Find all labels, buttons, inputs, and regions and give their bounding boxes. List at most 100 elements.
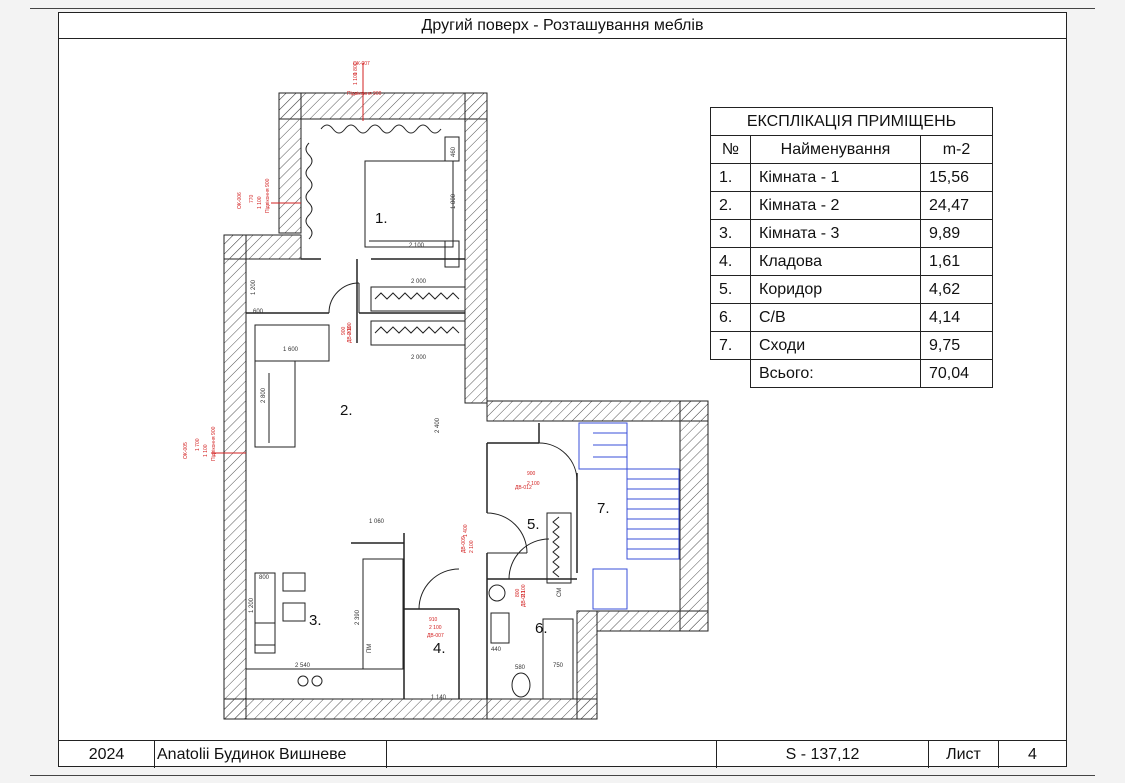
col-area: m-2	[920, 135, 993, 164]
footer-sheet-label: Лист	[929, 741, 999, 768]
cell-area: 1,61	[920, 247, 993, 276]
cell-area: 24,47	[920, 191, 993, 220]
note-window-top: 1 100	[353, 72, 359, 85]
note-door-corr: ДВ-012	[515, 485, 532, 491]
corridor-wardrobe	[546, 512, 572, 584]
note-door-storage: 2 100	[429, 625, 442, 631]
sheet-bottom-line	[30, 775, 1095, 776]
room-label: 3.	[309, 612, 322, 629]
partitions	[246, 258, 578, 699]
dimension-bed-width: 2 100	[409, 243, 425, 249]
dimension-bed-len: 1 800	[451, 193, 457, 209]
bed	[364, 136, 460, 268]
dimension-storage: 1 140	[431, 695, 447, 701]
cell-name: Кладова	[750, 247, 921, 276]
footer-year: 2024	[59, 741, 155, 768]
explication-heading: ЕКСПЛІКАЦІЯ ПРИМІЩЕНЬ	[710, 107, 993, 136]
note-door-wc: 800	[515, 588, 521, 597]
note-door-storage: 910	[429, 617, 438, 623]
cell-area: 9,89	[920, 219, 993, 248]
footer-area: S - 137,12	[717, 741, 929, 768]
cell-name: Кімната - 1	[750, 163, 921, 192]
dimension-small2: 1 200	[251, 279, 257, 295]
col-num: №	[710, 135, 751, 164]
total-label: Всього:	[750, 359, 921, 388]
curtain	[320, 124, 442, 134]
bathroom	[488, 584, 574, 700]
dimension-sofa-depth: 2 800	[261, 387, 267, 403]
dimension-wall-cabinet: 2 400	[435, 417, 441, 433]
dimension-nightstand: 460	[451, 146, 457, 157]
room-label: 7.	[597, 500, 610, 517]
footer-author: Anatolii Будинок Вишневе	[155, 741, 387, 768]
appliance-label-sm: СМ	[557, 588, 563, 597]
cell-name: Коридор	[750, 275, 921, 304]
cell-area: 9,75	[920, 331, 993, 360]
dimension-wc: 580	[515, 665, 526, 671]
red-annotations	[211, 63, 364, 454]
note-window-top: 1 800	[353, 62, 359, 75]
dimension-kitchen-side: 2 390	[355, 609, 361, 625]
room-label: 4.	[433, 640, 446, 657]
note-window-left-top: ОК-006	[237, 192, 243, 209]
note-door-storage: ДВ-007	[427, 633, 444, 639]
total-blank	[710, 359, 751, 388]
title-block: 2024 Anatolii Будинок Вишневе S - 137,12…	[59, 740, 1066, 768]
note-window-left-mid: Підвіконня 900	[211, 426, 217, 461]
note-window-top: ОК-007	[353, 61, 370, 67]
wardrobes	[370, 286, 466, 346]
dimension-wardrobe-top: 2 000	[411, 279, 427, 285]
sheet-title: Другий поверх - Розташування меблів	[59, 13, 1066, 39]
note-door-1: 2 100	[347, 322, 353, 335]
cell-name: С/В	[750, 303, 921, 332]
sofa	[254, 324, 330, 448]
dimension-wardrobe-bottom: 2 000	[411, 355, 427, 361]
room-labels: 1.2.3.4.5.6.7.	[309, 210, 610, 657]
dimension-small: 600	[253, 309, 264, 315]
room-label: 2.	[340, 402, 353, 419]
note-door-1: ДВ-008	[347, 326, 353, 343]
room-label: 5.	[527, 516, 540, 533]
footer-blank	[387, 741, 717, 768]
cell-area: 15,56	[920, 163, 993, 192]
note-window-left-mid: 1 100	[203, 444, 209, 457]
stairs	[578, 422, 680, 610]
walls	[223, 92, 709, 720]
dimension-shower: 440	[491, 647, 502, 653]
note-door-corr: 2 100	[527, 481, 540, 487]
note-window-left-top: Підвіконня 900	[265, 178, 271, 213]
cell-num: 6.	[710, 303, 751, 332]
note-window-left-top: 1 100	[257, 196, 263, 209]
note-door-corr: 900	[527, 471, 536, 477]
kitchen	[245, 558, 405, 700]
cell-name: Сходи	[750, 331, 921, 360]
cell-num: 5.	[710, 275, 751, 304]
note-door-wc: 2 100	[521, 584, 527, 597]
note-door-2: 2 100	[469, 540, 475, 553]
total-area: 70,04	[920, 359, 993, 388]
cell-num: 4.	[710, 247, 751, 276]
doors	[328, 282, 578, 610]
dimension-table-side: 1 200	[249, 597, 255, 613]
sheet-top-line	[30, 8, 1095, 9]
appliance-label-pm: ПМ	[367, 644, 373, 653]
cell-num: 7.	[710, 331, 751, 360]
dimension-sofa-length: 1 600	[283, 347, 299, 353]
room-label: 1.	[375, 210, 388, 227]
col-name: Найменування	[750, 135, 921, 164]
dimension-kitchen: 2 540	[295, 663, 311, 669]
drawing-sheet: Другий поверх - Розташування меблів	[58, 12, 1067, 768]
curtain-left	[305, 142, 313, 240]
dimension-bath: 750	[553, 663, 564, 669]
note-door-2: 1 400	[463, 524, 469, 537]
explication-table: ЕКСПЛІКАЦІЯ ПРИМІЩЕНЬ № Найменування m-2…	[710, 107, 993, 388]
cell-name: Кімната - 3	[750, 219, 921, 248]
footer-sheet-number: 4	[1028, 745, 1037, 763]
